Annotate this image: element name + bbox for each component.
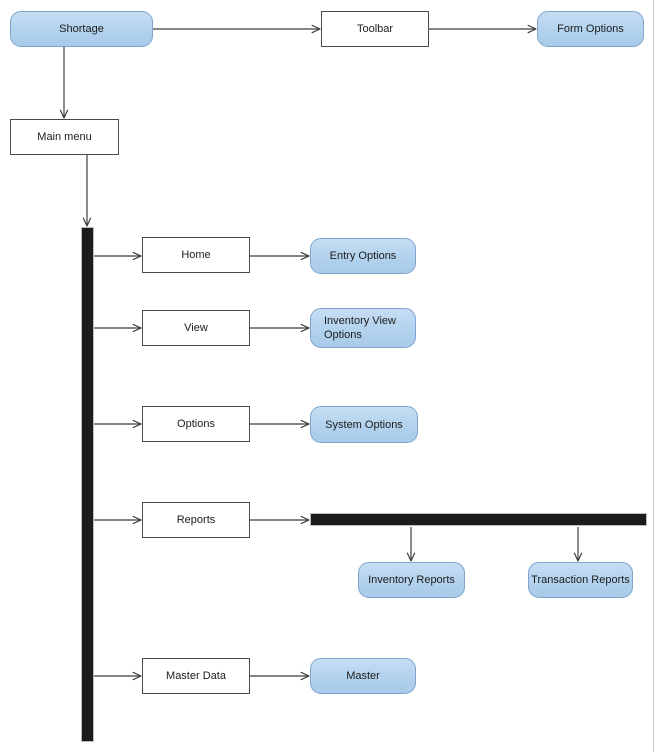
page-boundary-line	[653, 0, 654, 752]
node-master[interactable]: Master	[310, 658, 416, 694]
node-shortage[interactable]: Shortage	[10, 11, 153, 47]
node-home[interactable]: Home	[142, 237, 250, 273]
node-entry-options[interactable]: Entry Options	[310, 238, 416, 274]
branch-bar-horizontal-reports	[310, 513, 647, 526]
node-master-data[interactable]: Master Data	[142, 658, 250, 694]
node-options[interactable]: Options	[142, 406, 250, 442]
node-inventory-reports[interactable]: Inventory Reports	[358, 562, 465, 598]
node-toolbar[interactable]: Toolbar	[321, 11, 429, 47]
node-view[interactable]: View	[142, 310, 250, 346]
node-form-options[interactable]: Form Options	[537, 11, 644, 47]
node-reports[interactable]: Reports	[142, 502, 250, 538]
node-main-menu[interactable]: Main menu	[10, 119, 119, 155]
branch-bar-vertical	[81, 227, 94, 742]
node-transaction-reports[interactable]: Transaction Reports	[528, 562, 633, 598]
node-inventory-view-options[interactable]: Inventory View Options	[310, 308, 416, 348]
node-system-options[interactable]: System Options	[310, 406, 418, 443]
